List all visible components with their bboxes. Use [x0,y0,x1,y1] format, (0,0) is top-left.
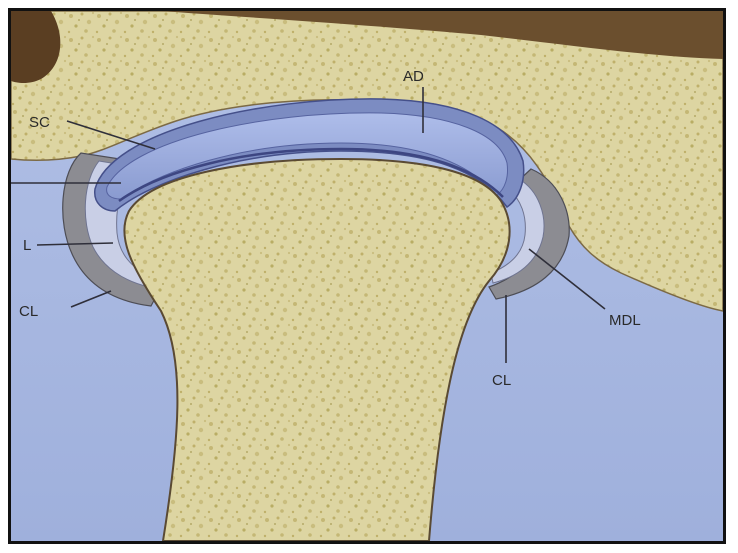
label-l: L [23,237,31,254]
label-left-cl: CL [19,303,38,320]
label-sc: SC [29,114,50,131]
joint-diagram: SC AD L CL MDL CL [11,11,723,541]
label-ad: AD [403,68,424,85]
label-right-cl: CL [492,372,511,389]
diagram-frame: SC AD L CL MDL CL [8,8,726,544]
label-mdl: MDL [609,312,641,329]
